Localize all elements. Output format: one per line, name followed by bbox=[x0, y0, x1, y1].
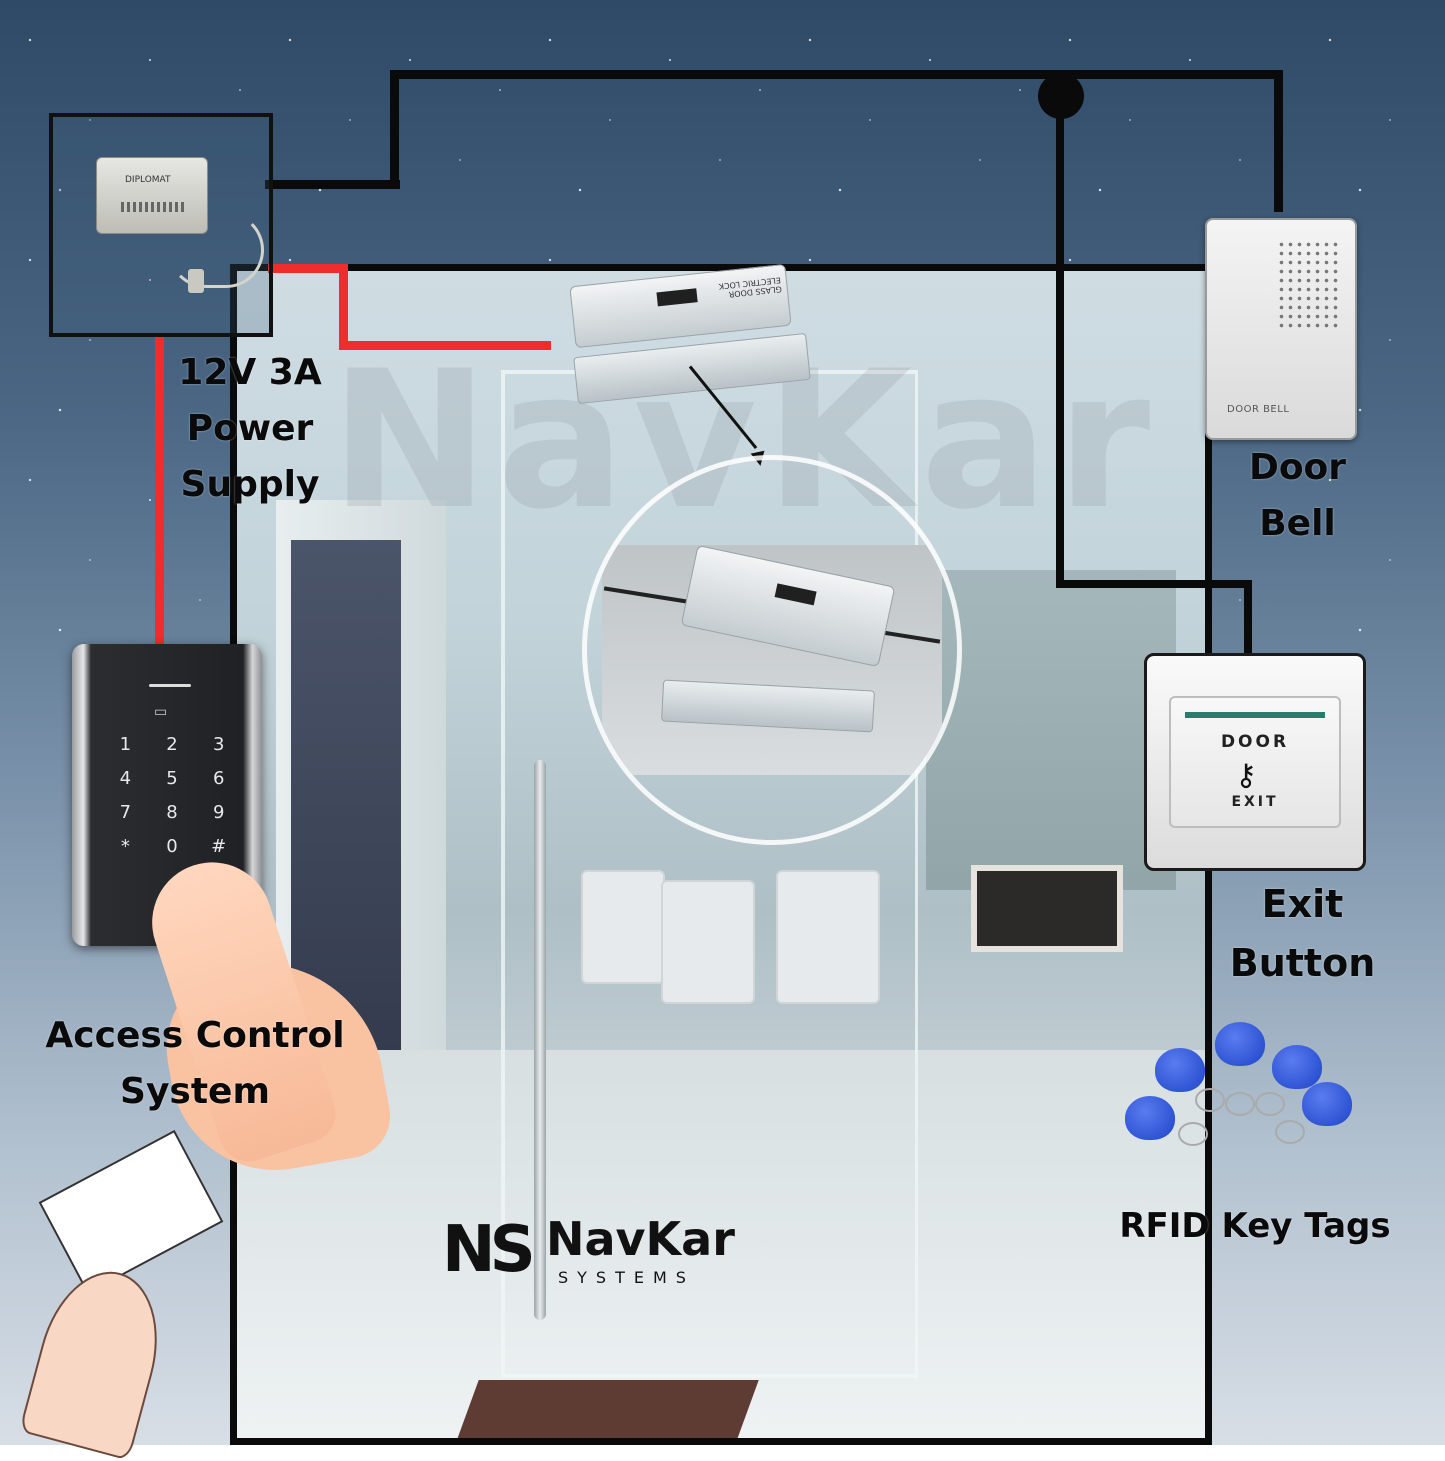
door-bell-device: DOOR BELL bbox=[1205, 218, 1357, 440]
door-bell-label-line: Door bbox=[1248, 447, 1347, 488]
wire-black bbox=[1056, 580, 1252, 588]
exit-button-exit-text: EXIT bbox=[1231, 794, 1279, 810]
key-ring bbox=[1225, 1092, 1255, 1116]
keypad-key: 8 bbox=[166, 802, 178, 823]
wire-red bbox=[339, 341, 551, 350]
exit-button-door-text: DOOR bbox=[1220, 732, 1290, 752]
keypad-key: 1 bbox=[119, 734, 132, 755]
logo-tagline: SYSTEMS bbox=[558, 1268, 695, 1287]
wire-black bbox=[265, 180, 400, 189]
exit-indicator-bar bbox=[1185, 712, 1325, 718]
lock-text: GLASS DOOR ELECTRIC LOCK bbox=[718, 275, 783, 299]
rfid-tag-icon bbox=[1215, 1022, 1265, 1066]
rfid-key-tags bbox=[1120, 1020, 1360, 1150]
keypad-key: 7 bbox=[119, 802, 132, 823]
lock-label-plate bbox=[656, 288, 698, 307]
navkar-logo: NS NavKar SYSTEMS bbox=[442, 1212, 772, 1292]
door-handle bbox=[534, 760, 546, 1320]
keypad-key: 5 bbox=[166, 768, 178, 789]
key-ring bbox=[1255, 1092, 1285, 1116]
power-supply-box: DIPLOMAT bbox=[49, 113, 273, 337]
wire-black bbox=[1056, 96, 1064, 586]
door-bell-label: Door Bell bbox=[1215, 440, 1380, 552]
keypad-key: 0 bbox=[166, 836, 178, 857]
keypad-key: 2 bbox=[166, 734, 178, 755]
keypad-key: 4 bbox=[119, 768, 132, 789]
wire-black bbox=[390, 70, 399, 189]
frame-bottom bbox=[230, 1438, 1212, 1445]
strike-plate bbox=[661, 679, 875, 733]
electric-lock bbox=[680, 544, 896, 668]
lock-zoom-circle bbox=[582, 455, 962, 845]
exit-button-label: Exit Button bbox=[1210, 875, 1395, 993]
chair bbox=[661, 880, 755, 1004]
keypad-key: 3 bbox=[212, 734, 225, 755]
keypad-key: * bbox=[120, 836, 130, 857]
door-mat bbox=[453, 1380, 759, 1438]
power-supply-label-line: 12V 3A bbox=[178, 352, 322, 393]
access-control-label-line: Access Control bbox=[45, 1015, 345, 1056]
key-icon: ⚷ bbox=[1235, 758, 1257, 793]
wire-red bbox=[155, 335, 164, 647]
vent-grill bbox=[121, 202, 185, 212]
wire-black bbox=[1244, 580, 1252, 653]
key-ring bbox=[1195, 1088, 1225, 1112]
power-supply-label: 12V 3A Power Supply bbox=[150, 345, 350, 512]
keypad-grid: 1 2 3 4 5 6 7 8 9 * 0 # bbox=[102, 734, 242, 857]
exit-button-label-line: Exit bbox=[1261, 882, 1344, 926]
rfid-tag-icon bbox=[1125, 1096, 1175, 1140]
wire-red bbox=[339, 264, 348, 350]
keypad-key: 6 bbox=[212, 768, 225, 789]
fireplace bbox=[971, 865, 1123, 952]
power-supply-brand: DIPLOMAT bbox=[125, 175, 171, 185]
lock-zoom-photo bbox=[602, 544, 942, 775]
exit-button-device: DOOR ⚷ EXIT bbox=[1144, 653, 1366, 871]
logo-name: NavKar bbox=[546, 1212, 735, 1266]
exit-button-face: DOOR ⚷ EXIT bbox=[1169, 696, 1341, 828]
door-bell-device-text: DOOR BELL bbox=[1227, 404, 1290, 415]
rfid-tag-icon bbox=[1155, 1048, 1205, 1092]
wire-black bbox=[390, 70, 1283, 79]
keypad-key: 9 bbox=[212, 802, 225, 823]
door-bell-label-line: Bell bbox=[1259, 502, 1336, 544]
wire-red bbox=[268, 264, 348, 273]
plug-icon bbox=[188, 269, 204, 293]
logo-mark: NS bbox=[442, 1213, 536, 1287]
access-control-label: Access Control System bbox=[20, 1008, 370, 1120]
window-view bbox=[926, 570, 1176, 890]
card-reader-icon: ▭ bbox=[154, 704, 168, 720]
rfid-tag-icon bbox=[1302, 1082, 1352, 1126]
access-control-label-line: System bbox=[120, 1070, 270, 1112]
wire-black bbox=[1274, 70, 1283, 212]
exit-button-label-line: Button bbox=[1229, 940, 1376, 985]
wire-junction bbox=[1038, 73, 1084, 119]
key-ring bbox=[1178, 1122, 1208, 1146]
power-supply-label-line: Supply bbox=[180, 463, 320, 505]
power-supply-label-line: Power bbox=[186, 407, 314, 449]
lock-label-plate bbox=[774, 583, 817, 606]
power-supply-unit: DIPLOMAT bbox=[96, 157, 208, 234]
rfid-tag-icon bbox=[1272, 1045, 1322, 1089]
status-led bbox=[149, 684, 191, 687]
rfid-tags-label: RFID Key Tags bbox=[1119, 1206, 1391, 1246]
floor bbox=[236, 1050, 1208, 1438]
key-ring bbox=[1275, 1120, 1305, 1144]
chair bbox=[776, 870, 880, 1004]
power-cord bbox=[168, 212, 264, 288]
frame-top bbox=[230, 264, 1205, 271]
keypad-key: # bbox=[211, 836, 227, 857]
speaker-grill bbox=[1277, 240, 1339, 332]
